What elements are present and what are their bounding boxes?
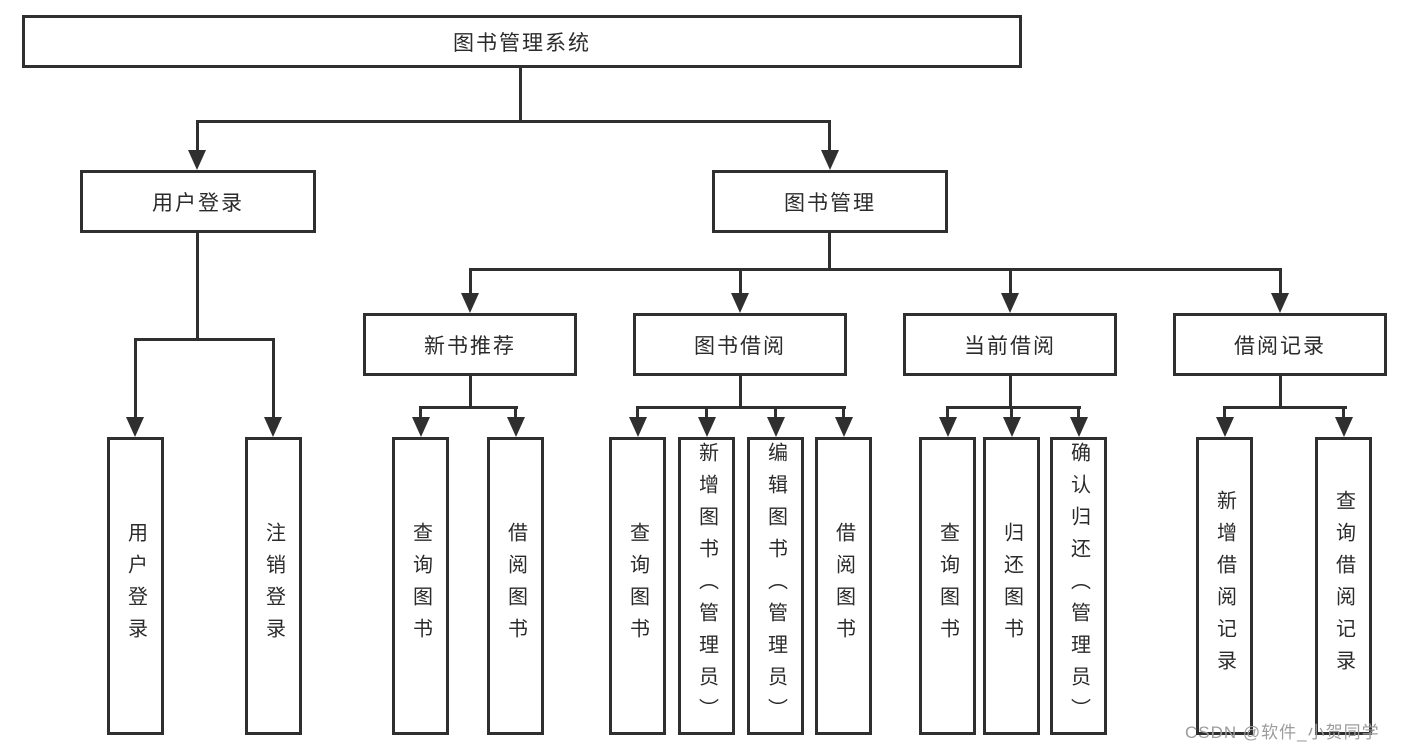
connector-stem-leaf	[419, 406, 422, 419]
connector-stem-leaf	[705, 406, 708, 419]
leaf-label: 用户登录	[124, 522, 147, 650]
arrowhead-down	[1001, 293, 1019, 313]
connector-stem-book-borrow	[739, 268, 742, 295]
connector-hline	[636, 406, 846, 409]
leaf-borrow-borrow-books: 借阅图书	[815, 437, 872, 735]
node-book-management: 图书管理	[712, 170, 948, 233]
leaf-login-logout: 注销登录	[245, 437, 302, 735]
connector-stem-leaf	[1342, 406, 1345, 419]
leaf-newbooks-query-books: 查询图书	[392, 437, 449, 735]
arrowhead-down	[412, 417, 430, 437]
leaf-current-query-books: 查询图书	[919, 437, 976, 735]
leaf-label: 新增图书（管理员）	[695, 442, 718, 730]
connector-stem-leaf	[134, 338, 137, 419]
leaf-label: 注销登录	[262, 522, 285, 650]
node-current-borrowing: 当前借阅	[903, 313, 1117, 376]
connector-hline	[946, 406, 1081, 409]
connector-stem-book-management	[828, 120, 831, 152]
leaf-label: 借阅图书	[504, 522, 527, 650]
connector-book-management-trunk	[828, 231, 831, 271]
leaf-login-user-login: 用户登录	[107, 437, 164, 735]
leaf-borrow-add-books-admin: 新增图书（管理员）	[678, 437, 735, 735]
connector-hline	[419, 406, 518, 409]
connector-stem-leaf	[1010, 406, 1013, 419]
arrowhead-down	[767, 417, 785, 437]
connector-level1-hline	[196, 120, 831, 123]
leaf-label: 归还图书	[1000, 522, 1023, 650]
arrowhead-down	[821, 150, 839, 170]
leaf-current-return-books: 归还图书	[983, 437, 1040, 735]
arrowhead-down	[1070, 417, 1088, 437]
connector-stem-leaf	[636, 406, 639, 419]
arrowhead-down	[1271, 293, 1289, 313]
connector-stem-leaf	[774, 406, 777, 419]
arrowhead-down	[731, 293, 749, 313]
arrowhead-down	[835, 417, 853, 437]
leaf-label: 确认归还（管理员）	[1067, 442, 1090, 730]
connector-stem-current-borrow	[1009, 268, 1012, 295]
arrowhead-down	[629, 417, 647, 437]
connector-stem-user-login	[196, 120, 199, 152]
connector-hline	[1223, 406, 1347, 409]
leaf-label: 查询图书	[626, 522, 649, 650]
connector-stem-new-book	[469, 268, 472, 295]
connector-stem-leaf	[1223, 406, 1226, 419]
connector-trunk	[1009, 374, 1012, 409]
connector-user-login-trunk	[196, 231, 199, 338]
node-library-management-system: 图书管理系统	[22, 15, 1022, 68]
leaf-current-confirm-return-admin: 确认归还（管理员）	[1050, 437, 1107, 735]
connector-level3-hline	[469, 268, 1282, 271]
arrowhead-down	[939, 417, 957, 437]
node-new-book-recommendation: 新书推荐	[363, 313, 577, 376]
leaf-label: 编辑图书（管理员）	[764, 442, 787, 730]
connector-trunk	[739, 374, 742, 409]
leaf-records-add-borrow-record: 新增借阅记录	[1196, 437, 1253, 735]
arrowhead-down	[461, 293, 479, 313]
node-book-borrowing: 图书借阅	[633, 313, 847, 376]
node-user-login: 用户登录	[80, 170, 316, 233]
connector-stem-leaf	[514, 406, 517, 419]
connector-stem-leaf	[946, 406, 949, 419]
arrowhead-down	[507, 417, 525, 437]
leaf-borrow-edit-books-admin: 编辑图书（管理员）	[747, 437, 804, 735]
connector-user-login-hline	[134, 338, 275, 341]
connector-root-trunk	[519, 66, 522, 122]
arrowhead-down	[1216, 417, 1234, 437]
leaf-label: 查询借阅记录	[1332, 490, 1355, 682]
leaf-label: 新增借阅记录	[1213, 490, 1236, 682]
arrowhead-down	[188, 150, 206, 170]
leaf-newbooks-borrow-books: 借阅图书	[487, 437, 544, 735]
connector-stem-leaf	[272, 338, 275, 419]
connector-stem-leaf	[842, 406, 845, 419]
connector-stem-borrow-record	[1279, 268, 1282, 295]
arrowhead-down	[264, 417, 282, 437]
leaf-records-query-borrow-record: 查询借阅记录	[1315, 437, 1372, 735]
arrowhead-down	[1335, 417, 1353, 437]
arrowhead-down	[698, 417, 716, 437]
leaf-borrow-query-books: 查询图书	[609, 437, 666, 735]
node-borrowing-records: 借阅记录	[1173, 313, 1387, 376]
leaf-label: 借阅图书	[832, 522, 855, 650]
connector-stem-leaf	[1077, 406, 1080, 419]
leaf-label: 查询图书	[409, 522, 432, 650]
csdn-watermark: CSDN @软件_小贺同学	[1185, 723, 1380, 742]
leaf-label: 查询图书	[936, 522, 959, 650]
arrowhead-down	[1003, 417, 1021, 437]
connector-trunk	[1279, 374, 1282, 409]
arrowhead-down	[126, 417, 144, 437]
connector-trunk	[469, 374, 472, 409]
